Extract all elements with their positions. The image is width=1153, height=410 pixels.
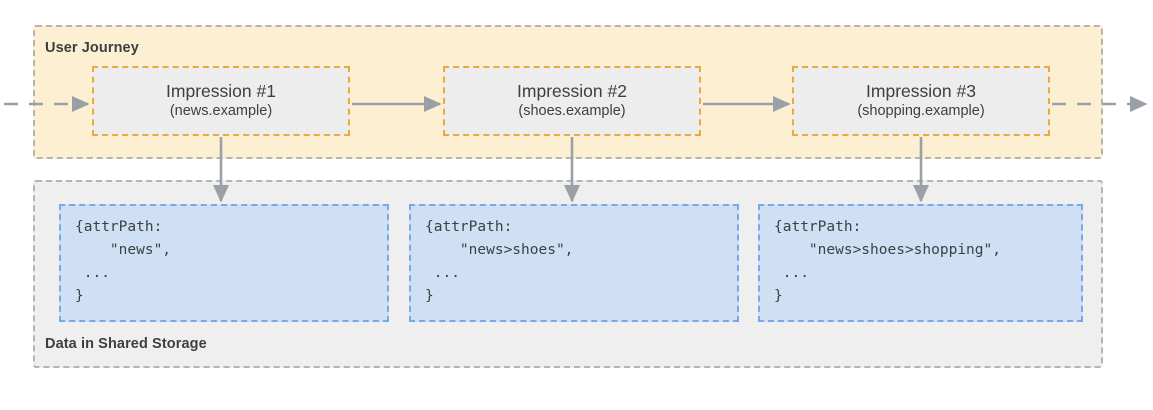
- shared-storage-entry-2: {attrPath: "news>shoes", ... }: [409, 204, 739, 322]
- user-journey-title: User Journey: [45, 40, 139, 56]
- impression-1-title: Impression #1: [166, 81, 276, 101]
- impression-3-origin: (shopping.example): [857, 103, 985, 119]
- shared-storage-entry-1: {attrPath: "news", ... }: [59, 204, 389, 322]
- impression-1-origin: (news.example): [169, 103, 273, 119]
- shared-storage-entry-1-code: {attrPath: "news", ... }: [75, 219, 172, 304]
- impression-box-3: Impression #3 (shopping.example): [792, 66, 1050, 136]
- shared-storage-entry-2-code: {attrPath: "news>shoes", ... }: [425, 219, 574, 304]
- impression-2-origin: (shoes.example): [518, 103, 626, 119]
- shared-storage-title: Data in Shared Storage: [45, 336, 207, 352]
- impression-box-1: Impression #1 (news.example): [92, 66, 350, 136]
- shared-storage-entry-3-code: {attrPath: "news>shoes>shopping", ... }: [774, 219, 1001, 304]
- shared-storage-entry-3: {attrPath: "news>shoes>shopping", ... }: [758, 204, 1083, 322]
- impression-2-title: Impression #2: [517, 81, 627, 101]
- impression-3-title: Impression #3: [866, 81, 976, 101]
- impression-box-2: Impression #2 (shoes.example): [443, 66, 701, 136]
